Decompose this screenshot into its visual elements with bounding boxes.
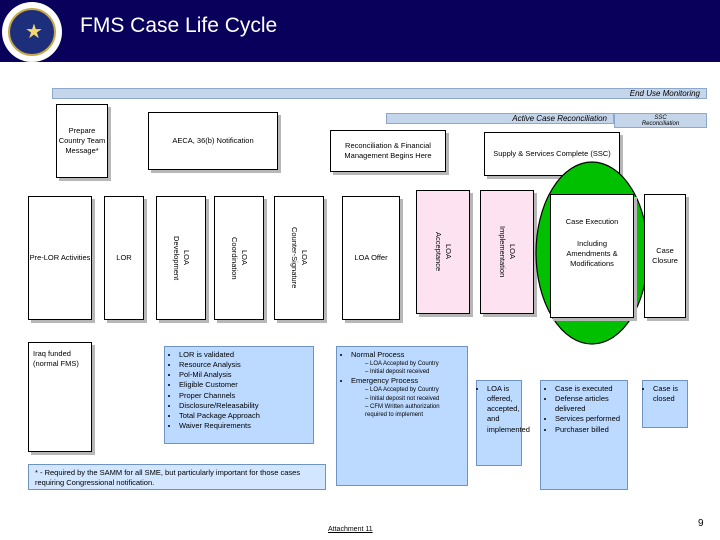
stage-loa-coordination: LOA Coordination	[214, 196, 264, 320]
stage-loa-implementation: LOA Implementation	[480, 190, 534, 314]
list-item: – LOA Accepted by Country	[365, 361, 439, 368]
list-item: Defense articles delivered	[555, 394, 623, 414]
normal-process-sublist: – LOA Accepted by Country – Initial depo…	[351, 360, 463, 376]
iraq-funded-note: Iraq funded (normal FMS)	[28, 342, 92, 452]
stage-loa-offer: LOA Offer	[342, 196, 400, 320]
loa-coordination-label: LOA Coordination	[230, 236, 249, 280]
stage-case-closure: Case Closure	[644, 194, 686, 318]
emergency-process-label: Emergency Process	[351, 376, 419, 386]
ssc-recon-line2: Reconciliation	[641, 121, 680, 127]
list-item: – CFM Written authorization required to …	[365, 403, 440, 418]
stage-case-execution: Case Execution Including Amendments & Mo…	[550, 194, 634, 318]
sub-item-text: Initial deposit received	[370, 369, 430, 376]
list-item: Case is closed	[653, 384, 685, 404]
process-list: Normal Process – LOA Accepted by Country…	[341, 350, 463, 419]
loa-implementation-label: LOA Implementation	[498, 226, 517, 278]
sub-item-text: CFM Written authorization required to im…	[365, 403, 440, 418]
list-item: LOA is offered, accepted, and implemente…	[487, 384, 530, 435]
case-execution-subtitle: Including Amendments & Modifications	[566, 239, 618, 269]
list-item: Eligible Customer	[179, 380, 309, 390]
loa-development-label: LOA Development	[172, 235, 191, 281]
list-item: Pol-Mil Analysis	[179, 370, 309, 380]
list-item: – Initial deposit received	[365, 369, 430, 376]
loa-acceptance-label: LOA Acceptance	[434, 232, 453, 272]
closure-box: Case is closed	[642, 380, 688, 428]
list-item: Proper Channels	[179, 391, 309, 401]
ssc-recon-line1: SSC	[654, 115, 667, 121]
samm-footnote: * - Required by the SAMM for all SME, bu…	[28, 464, 326, 490]
prepare-country-team-note: Prepare Country Team Message*	[56, 104, 108, 178]
loa-counter-signature-label: LOA Counter-Signature	[290, 227, 309, 289]
lor-validation-box: LOR is validated Resource Analysis Pol-M…	[164, 346, 314, 444]
aeca-notification-note: AECA, 36(b) Notification	[148, 112, 278, 170]
process-box: Normal Process – LOA Accepted by Country…	[336, 346, 468, 486]
list-item: Case is executed	[555, 384, 623, 394]
list-item: LOR is validated	[179, 350, 309, 360]
page-number: 9	[698, 518, 704, 529]
list-item: Waiver Requirements	[179, 421, 309, 431]
stage-loa-counter-signature: LOA Counter-Signature	[274, 196, 324, 320]
page-title: FMS Case Life Cycle	[80, 14, 278, 37]
implementation-box: LOA is offered, accepted, and implemente…	[476, 380, 530, 466]
emergency-process: Emergency Process – LOA Accepted by Coun…	[351, 376, 463, 419]
title-banner	[0, 0, 720, 62]
stage-loa-development: LOA Development	[156, 196, 206, 320]
reconciliation-begins-note: Reconciliation & Financial Management Be…	[330, 130, 446, 172]
seal-emblem: ★	[8, 8, 56, 56]
attachment-link[interactable]: Attachment 11	[328, 526, 373, 533]
active-case-reconciliation-bar: Active Case Reconciliation	[386, 113, 614, 124]
list-item: – LOA Accepted by Country	[365, 387, 439, 394]
sub-item-text: LOA Accepted by Country	[370, 387, 439, 394]
normal-process: Normal Process – LOA Accepted by Country…	[351, 350, 463, 376]
normal-process-label: Normal Process	[351, 350, 405, 359]
stage-loa-acceptance: LOA Acceptance	[416, 190, 470, 314]
stage-lor: LOR	[104, 196, 144, 320]
lor-validation-list: LOR is validated Resource Analysis Pol-M…	[169, 350, 309, 431]
list-item: Purchaser billed	[555, 425, 623, 435]
list-item: – Initial deposit not received	[365, 395, 440, 402]
implementation-list: LOA is offered, accepted, and implemente…	[479, 384, 530, 435]
case-execution-title: Case Execution	[565, 217, 619, 226]
ssc-reconciliation-bar: SSC Reconciliation	[614, 113, 707, 128]
closure-list: Case is closed	[645, 384, 685, 404]
sub-item-text: LOA Accepted by Country	[370, 361, 439, 368]
emergency-process-sublist: – LOA Accepted by Country – Initial depo…	[351, 386, 463, 418]
list-item: Disclosure/Releasability	[179, 401, 309, 411]
list-item: Services performed	[555, 414, 623, 424]
execution-list: Case is executed Defense articles delive…	[545, 384, 623, 435]
dod-seal: ★	[2, 2, 62, 62]
stage-pre-lor: Pre-LOR Activities	[28, 196, 92, 320]
list-item: Resource Analysis	[179, 360, 309, 370]
list-item: Total Package Approach	[179, 411, 309, 421]
star-icon: ★	[25, 19, 43, 43]
end-use-monitoring-bar: End Use Monitoring	[52, 88, 707, 99]
execution-box: Case is executed Defense articles delive…	[540, 380, 628, 490]
sub-item-text: Initial deposit not received	[370, 395, 440, 402]
